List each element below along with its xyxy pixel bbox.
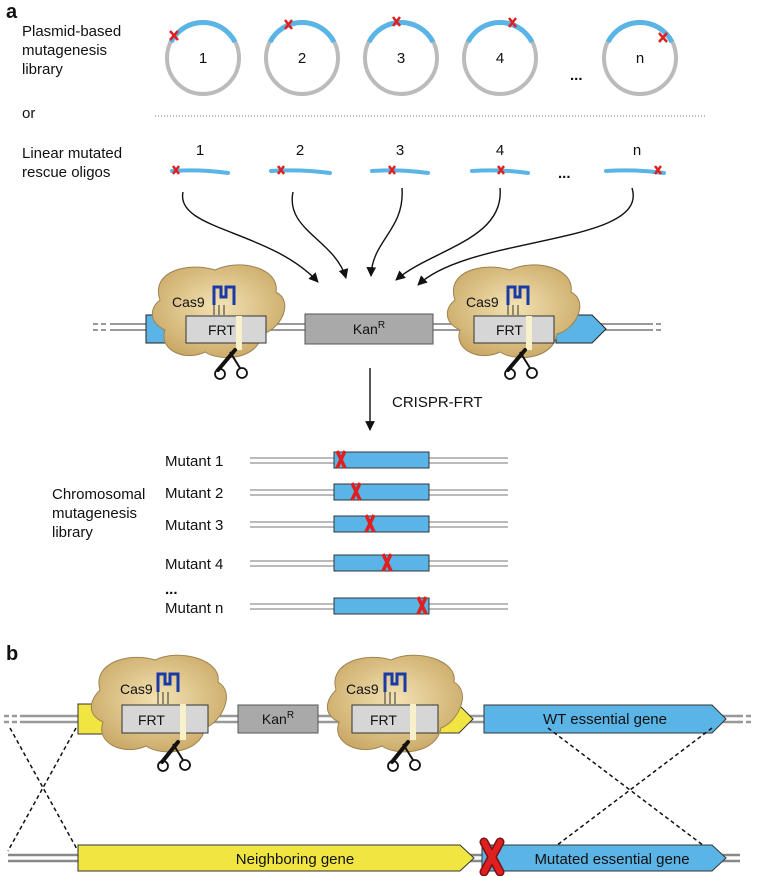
wt-gene-label: WT essential gene bbox=[543, 711, 667, 728]
frt-label-left: FRT bbox=[208, 322, 235, 338]
plasmid-title-line2: mutagenesis bbox=[22, 42, 107, 59]
frt-label-right: FRT bbox=[496, 322, 523, 338]
scissors-icon bbox=[157, 740, 191, 772]
scissors-icon bbox=[214, 348, 248, 380]
cas9-label-left: Cas9 bbox=[172, 294, 205, 310]
oligo-n bbox=[604, 165, 666, 175]
frt-box-b-left bbox=[121, 704, 209, 734]
mutant-row-2: Mutant 2 bbox=[165, 482, 508, 502]
kan-label: KanR bbox=[353, 320, 385, 337]
mutation-x-icon bbox=[658, 32, 668, 43]
mutation-x-icon bbox=[364, 514, 376, 533]
or-label: or bbox=[22, 105, 35, 122]
cas9-label-right: Cas9 bbox=[466, 294, 499, 310]
mutant-row-n: Mutant n bbox=[165, 596, 508, 617]
frt-label-b-left: FRT bbox=[138, 712, 165, 728]
mutant-row-3: Mutant 3 bbox=[165, 514, 508, 534]
oligo-title-line1: Linear mutated bbox=[22, 145, 122, 162]
guide-rna-icon bbox=[383, 672, 407, 704]
mutant-label-1: Mutant 1 bbox=[165, 453, 223, 470]
guide-rna-icon bbox=[212, 285, 236, 315]
frt-label-b-right: FRT bbox=[370, 712, 397, 728]
converging-arrows bbox=[182, 187, 634, 286]
wt-essential-gene bbox=[483, 704, 727, 734]
plasmid-1: 1 bbox=[165, 19, 241, 96]
plasmid-4: 4 bbox=[462, 17, 538, 96]
scissors-icon bbox=[387, 740, 421, 772]
kan-label-b: KanR bbox=[262, 710, 294, 727]
mutant-row-1: Mutant 1 bbox=[165, 450, 508, 470]
mutation-x-icon bbox=[479, 837, 505, 876]
neighboring-gene-label: Neighboring gene bbox=[236, 851, 354, 868]
panel-a-label: a bbox=[6, 1, 18, 23]
cut-site-right bbox=[526, 316, 532, 350]
plasmid-title-line3: library bbox=[22, 61, 63, 78]
plasmid-number-1: 1 bbox=[199, 50, 207, 67]
oligo-4 bbox=[470, 165, 530, 175]
oligo-1 bbox=[170, 165, 230, 175]
mutation-x-icon bbox=[416, 596, 428, 615]
oligo-number-2: 2 bbox=[296, 142, 304, 159]
mutation-x-icon bbox=[350, 482, 362, 501]
cas9-label-b-right: Cas9 bbox=[346, 681, 379, 697]
mutation-x-icon bbox=[169, 30, 179, 41]
mutant-ellipsis: ... bbox=[165, 581, 178, 598]
construct-b bbox=[4, 703, 751, 735]
mutant-label-2: Mutant 2 bbox=[165, 485, 223, 502]
panel-b-label: b bbox=[6, 643, 18, 665]
library-title-line3: library bbox=[52, 524, 93, 541]
plasmid-2: 2 bbox=[264, 19, 340, 96]
oligo-number-3: 3 bbox=[396, 142, 404, 159]
plasmid-number-2: 2 bbox=[298, 50, 306, 67]
cas9-complex-right: FRT Cas9 bbox=[446, 264, 581, 380]
mutation-x-icon bbox=[392, 16, 401, 27]
cut-site-b-right bbox=[410, 704, 416, 740]
mutation-x-icon bbox=[508, 17, 517, 28]
oligo-title-line2: rescue oligos bbox=[22, 164, 110, 181]
plasmid-number-n: n bbox=[636, 50, 644, 67]
mutation-x-icon bbox=[335, 450, 347, 469]
plasmid-number-3: 3 bbox=[397, 50, 405, 67]
oligo-2 bbox=[269, 165, 332, 175]
oligo-number-n: n bbox=[633, 142, 641, 159]
mutant-label-n: Mutant n bbox=[165, 600, 223, 617]
mutation-x-icon bbox=[284, 19, 293, 30]
plasmid-ellipsis: ... bbox=[570, 67, 583, 84]
library-title-line2: mutagenesis bbox=[52, 505, 137, 522]
mutated-gene-label: Mutated essential gene bbox=[534, 851, 689, 868]
guide-rna-icon bbox=[156, 672, 180, 704]
plasmid-3: 3 bbox=[363, 16, 439, 96]
mutation-x-icon bbox=[381, 553, 393, 572]
oligo-3 bbox=[370, 165, 430, 175]
guide-rna-icon bbox=[506, 285, 530, 315]
frt-box-left bbox=[185, 315, 267, 344]
frt-box-right bbox=[473, 315, 555, 344]
cut-site-b-left bbox=[180, 704, 186, 740]
kan-cassette-b bbox=[237, 704, 319, 734]
cas9-complex-left: FRT Cas9 bbox=[151, 264, 286, 380]
crossover-lines bbox=[7, 727, 713, 853]
cut-site-left bbox=[236, 316, 242, 350]
oligo-ellipsis: ... bbox=[558, 165, 571, 182]
oligo-number-1: 1 bbox=[196, 142, 204, 159]
plasmid-title-line1: Plasmid-based bbox=[22, 23, 121, 40]
mutant-label-3: Mutant 3 bbox=[165, 517, 223, 534]
cas9-label-b-left: Cas9 bbox=[120, 681, 153, 697]
neighboring-gene bbox=[77, 844, 475, 872]
library-title-line1: Chromosomal bbox=[52, 486, 145, 503]
recombined-chromosome bbox=[8, 837, 740, 876]
mutant-row-4: Mutant 4 bbox=[165, 553, 508, 573]
cas9-complex-b-right: FRT Cas9 bbox=[326, 654, 463, 772]
scissors-icon bbox=[504, 348, 538, 380]
mutant-label-4: Mutant 4 bbox=[165, 556, 223, 573]
plasmid-number-4: 4 bbox=[496, 50, 504, 67]
cas9-complex-b-left: FRT Cas9 bbox=[90, 654, 227, 772]
oligo-number-4: 4 bbox=[496, 142, 504, 159]
frt-box-b-right bbox=[351, 704, 439, 734]
kan-cassette bbox=[304, 313, 434, 345]
process-label: CRISPR-FRT bbox=[392, 394, 483, 411]
plasmid-n: n bbox=[602, 19, 678, 96]
